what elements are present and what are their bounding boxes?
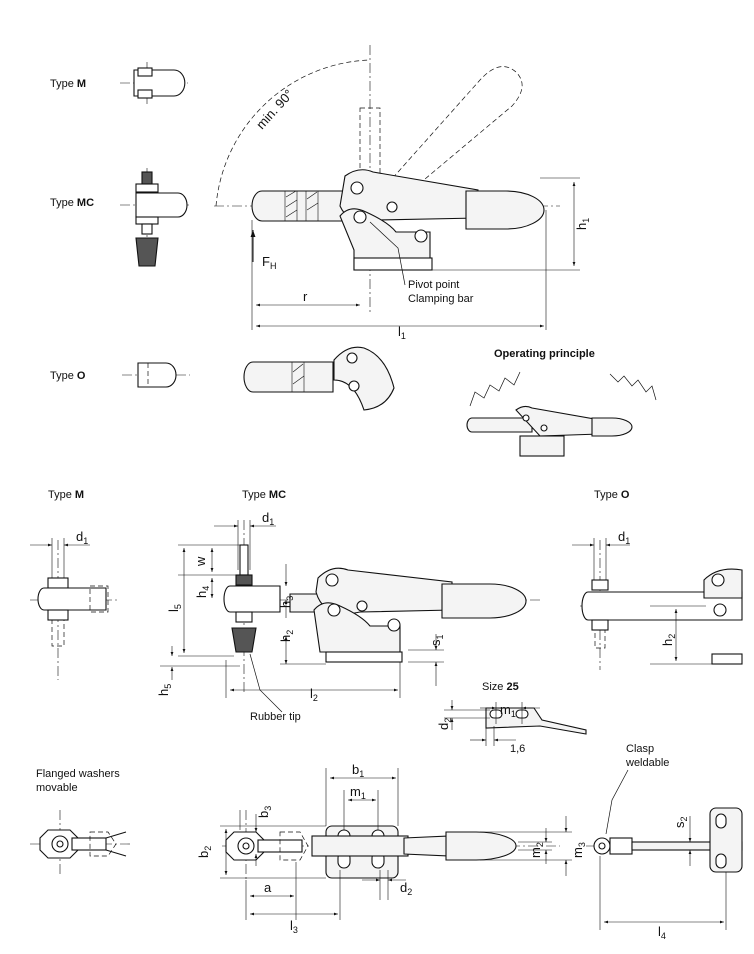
dim-l1: l1 (398, 324, 406, 341)
dim-h4: h4 (194, 586, 211, 598)
dim-l4: l4 (658, 924, 666, 941)
label-type-o-top: Type O (50, 370, 86, 382)
dim-h2-mc: h2 (278, 630, 295, 642)
type-m-tip-sketch (120, 62, 188, 104)
dim-d2: d2 (400, 880, 412, 897)
label-rubber-tip: Rubber tip (250, 711, 301, 723)
dim-h1: h1 (574, 218, 591, 230)
label-size-25: Size 25 (482, 681, 519, 693)
dim-d2-size25: d2 (436, 718, 453, 730)
dim-s2: s2 (672, 816, 689, 828)
dim-h3: h3 (278, 596, 295, 608)
dim-d1-o: d1 (618, 529, 630, 546)
dim-b1: b1 (352, 762, 364, 779)
dim-l3: l3 (290, 918, 298, 935)
dim-r: r (303, 289, 308, 304)
label-type-mc-top: Type MC (50, 197, 94, 209)
type-o-detail-view (572, 538, 743, 670)
type-o-side-view (243, 346, 395, 411)
dim-a: a (264, 880, 272, 895)
main-clamp-top-view (220, 768, 572, 920)
label-operating-principle: Operating principle (494, 348, 595, 360)
dim-h2-o: h2 (660, 634, 677, 646)
dim-d1-mc: d1 (262, 510, 274, 527)
type-mc-detail-view (160, 520, 540, 713)
dim-w: w (193, 556, 208, 567)
label-pivot-point: Pivot point (408, 279, 459, 291)
label-type-m-mid: Type M (48, 489, 84, 501)
label-clasp: Clasp (626, 743, 654, 755)
clasp-weldable-view (586, 769, 743, 930)
dim-s1: s1 (428, 634, 445, 646)
size-25-detail (444, 700, 587, 746)
dim-m3: m3 (570, 842, 587, 858)
dim-d1-m: d1 (76, 529, 88, 546)
dim-m1-size25: m1 (500, 702, 516, 719)
dim-b2: b2 (196, 846, 213, 858)
type-m-detail-view (30, 538, 120, 680)
label-thickness: 1,6 (510, 743, 525, 755)
type-o-tip-sketch (122, 362, 190, 388)
label-flanged-washers: Flanged washers (36, 768, 120, 780)
label-movable: movable (36, 782, 78, 794)
dim-m1: m1 (350, 784, 366, 801)
dim-b3: b3 (256, 806, 273, 818)
label-type-m-top: Type M (50, 78, 86, 90)
flanged-washers-top-view (30, 810, 130, 876)
main-clamp-side-view (214, 45, 580, 330)
dim-l2: l2 (310, 686, 318, 703)
dim-l5: l5 (166, 604, 183, 612)
operating-principle-sketch (466, 371, 657, 457)
label-force: FH (262, 254, 276, 271)
type-mc-tip-sketch (120, 168, 192, 267)
label-type-mc-mid: Type MC (242, 489, 286, 501)
dim-m2: m2 (528, 842, 545, 858)
label-clamping-bar: Clamping bar (408, 293, 474, 305)
label-type-o-mid: Type O (594, 489, 630, 501)
dim-h5: h5 (156, 684, 173, 696)
label-weldable: weldable (625, 757, 669, 769)
